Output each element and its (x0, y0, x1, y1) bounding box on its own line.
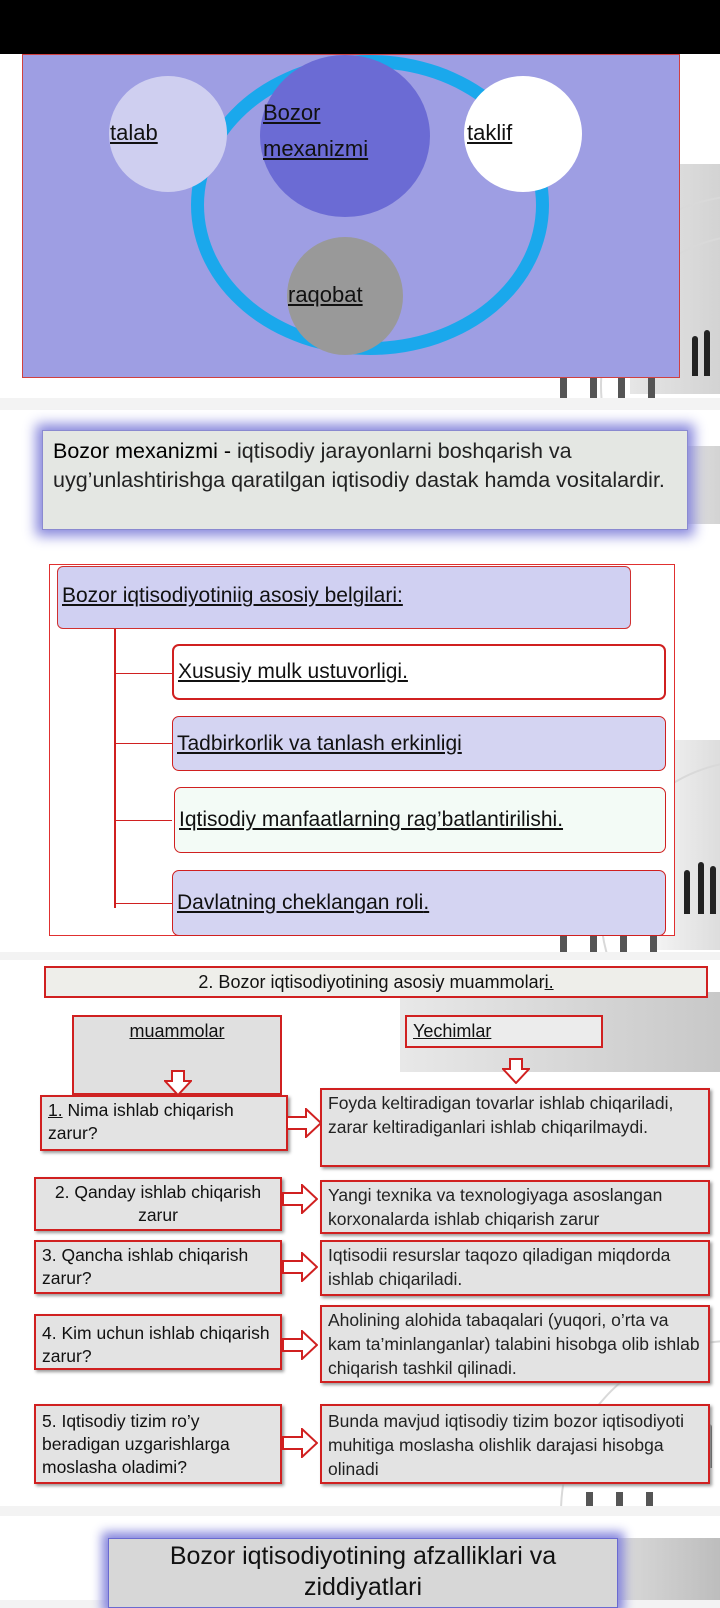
arrow-down-icon (164, 1070, 192, 1096)
problem-box: 4. Kim uchun ishlab chiqarish zarur? (34, 1314, 282, 1370)
problem-box: 2. Qanday ishlab chiqarish zarur (34, 1177, 282, 1231)
definition-term: Bozor mexanizmi - (53, 439, 237, 463)
arrow-right-icon (282, 1330, 318, 1360)
solution-box: Foyda keltiradigan tovarlar ishlab chiqa… (320, 1088, 710, 1167)
features-title: Bozor iqtisodiyotiniig asosiy belgilari: (62, 584, 403, 607)
problem-box: 5. Iqtisodiy tizim ro’y beradigan uzgari… (34, 1404, 282, 1484)
left-label-talab: talab (110, 120, 158, 145)
tree-branch (114, 903, 172, 904)
problem-box: 1. Nima ishlab chiqarish zarur? (40, 1095, 288, 1151)
left-circle (109, 76, 227, 192)
bottom-label-raqobat: raqobat (288, 282, 363, 307)
problem-box: 3. Qancha ishlab chiqarish zarur? (34, 1240, 282, 1294)
tree-branch (114, 673, 172, 674)
features-title-box: Bozor iqtisodiyotiniig asosiy belgilari: (57, 566, 631, 629)
arrow-right-icon (286, 1108, 322, 1138)
column-header-solutions: Yechimlar (405, 1015, 603, 1048)
solution-box: Bunda mavjud iqtisodiy tizim bozor iqtis… (320, 1404, 710, 1484)
arrow-right-icon (282, 1252, 318, 1282)
center-circle (260, 55, 430, 217)
feature-item: Davlatning cheklangan roli . (172, 870, 666, 936)
top-status-bar (0, 0, 720, 54)
solution-box: Aholining alohida tabaqalari (yuqori, o’… (320, 1305, 710, 1383)
arrow-right-icon (282, 1428, 318, 1458)
tree-connector (114, 629, 116, 908)
feature-item: Tadbirkorlik va tanlash erkinligi (172, 716, 666, 771)
arrow-down-icon (502, 1058, 530, 1084)
definition-box: Bozor mexanizmi - iqtisodiy jarayonlarni… (42, 430, 688, 530)
solution-box: Iqtisodii resurslar taqozo qiladigan miq… (320, 1240, 710, 1296)
feature-item: Xususiy mulk ustuvorligi. (172, 644, 666, 700)
feature-item: Iqtisodiy manfaatlarning rag’batlantiril… (174, 787, 666, 853)
right-circle (464, 76, 582, 192)
right-label-taklif: taklif (467, 120, 513, 145)
solution-box: Yangi texnika va texnologiyaga asoslanga… (320, 1180, 710, 1234)
advantages-title: Bozor iqtisodiyotining afzalliklari va z… (169, 1542, 557, 1601)
arrow-right-icon (282, 1184, 318, 1214)
tree-branch (114, 743, 172, 744)
definition-text: iqtisodiy jarayonlarni boshqarish va uyg… (53, 439, 665, 492)
bottom-circle (287, 237, 403, 355)
tree-branch (114, 820, 172, 821)
advantages-title-box: Bozor iqtisodiyotining afzalliklari va z… (108, 1538, 618, 1608)
problems-title: 2. Bozor iqtisodiyotining asosiy muammol… (44, 966, 708, 998)
